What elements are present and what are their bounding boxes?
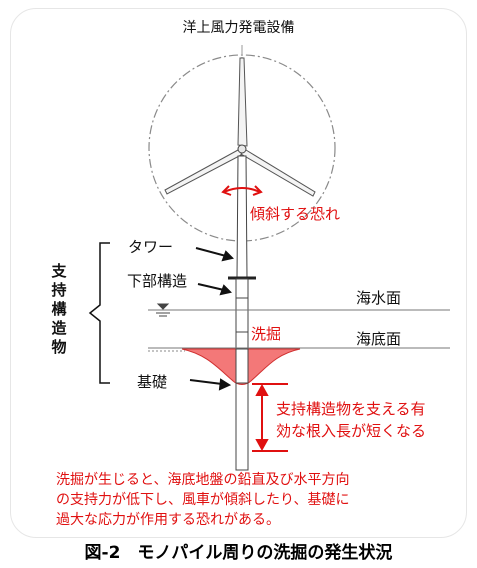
support-brace <box>88 242 110 384</box>
sea-surface-label: 海水面 <box>356 289 402 307</box>
label-arrows <box>189 247 234 391</box>
tilt-arrow <box>221 185 263 196</box>
embedment-label-line2: 効な根入長が短くなる <box>276 422 427 440</box>
tower-label: タワー <box>128 238 174 256</box>
embedment-indicator <box>252 383 288 452</box>
water-level-icon <box>156 303 170 317</box>
rotor-circle <box>148 54 336 242</box>
scour-note: 洗掘が生じると、海底地盤の鉛直及び水平方向 の支持力が低下し、風車が傾斜したり、… <box>56 470 466 530</box>
note-line: の支持力が低下し、風車が傾斜したり、基礎に <box>56 492 350 508</box>
embedment-label-line1: 支持構造物を支える有 <box>276 400 426 418</box>
foundation-label: 基礎 <box>137 373 168 391</box>
substructure-label: 下部構造 <box>127 272 188 290</box>
tower <box>236 155 248 279</box>
note-line: 洗掘が生じると、海底地盤の鉛直及び水平方向 <box>56 472 350 488</box>
seabed-label: 海底面 <box>356 330 402 348</box>
figure-caption: 図-2 モノパイル周りの洗掘の発生状況 <box>84 543 393 563</box>
figure-frame <box>10 8 467 538</box>
note-line: 過大な応力が作用する恐れがある。 <box>56 512 280 528</box>
turbine-blades <box>164 57 316 197</box>
support-structure-label: 支 持 構 造 物 <box>51 262 67 356</box>
scour-label: 洗掘 <box>251 325 282 343</box>
hub <box>237 144 247 154</box>
tilt-risk-label: 傾斜する恐れ <box>250 205 341 223</box>
diagram-title: 洋上風力発電設備 <box>182 20 295 36</box>
